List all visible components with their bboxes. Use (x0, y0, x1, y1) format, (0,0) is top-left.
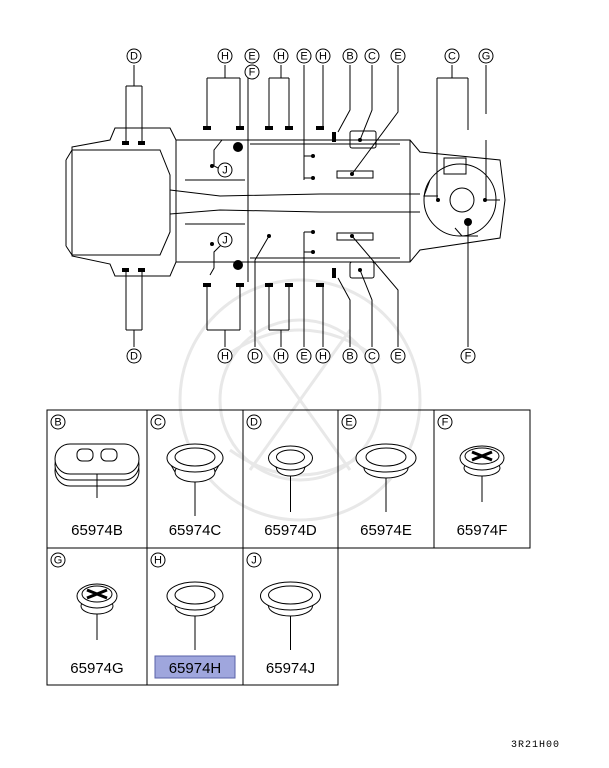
svg-text:F: F (442, 417, 449, 429)
watermark-emblem (178, 278, 422, 522)
bottom-callout-h-5: H (315, 348, 331, 364)
part-number[interactable]: 65974E (360, 522, 412, 539)
grommet-g-icon (76, 583, 118, 640)
part-cell-c: C 65974C (150, 414, 224, 539)
svg-text:J: J (222, 165, 228, 177)
svg-text:E: E (248, 51, 255, 63)
svg-text:H: H (154, 555, 162, 567)
top-callout-c-7: C (364, 48, 380, 64)
bottom-callout-d-2: D (247, 348, 263, 364)
top-callout-e-2: E (244, 48, 260, 64)
grommet-e-icon (355, 443, 417, 512)
top-callout-d-0: D (126, 48, 142, 64)
grommet-c-icon (166, 443, 224, 516)
svg-text:H: H (277, 351, 285, 363)
part-cell-h: H 65974H (150, 552, 236, 679)
bottom-callout-h-3: H (273, 348, 289, 364)
chassis-outline (65, 127, 506, 279)
part-letter-badge: C (150, 414, 166, 430)
top-callout-g-10: G (478, 48, 494, 64)
svg-text:E: E (394, 51, 401, 63)
top-callout-h-3: H (273, 48, 289, 64)
part-cell-d: D 65974D (246, 414, 317, 539)
svg-text:F: F (249, 67, 256, 79)
bottom-callout-b-6: B (342, 348, 358, 364)
part-number[interactable]: 65974G (70, 660, 123, 677)
svg-text:J: J (222, 235, 228, 247)
top-callout-e-8: E (390, 48, 406, 64)
svg-text:C: C (368, 351, 376, 363)
svg-text:G: G (54, 555, 63, 567)
svg-text:B: B (346, 51, 353, 63)
part-cell-g: G 65974G (50, 552, 124, 677)
svg-text:D: D (250, 417, 258, 429)
top-callout-c-9: C (444, 48, 460, 64)
svg-text:C: C (448, 51, 456, 63)
part-number[interactable]: 65974F (457, 522, 508, 539)
svg-text:C: C (368, 51, 376, 63)
svg-text:G: G (482, 51, 491, 63)
leader-lines (125, 65, 500, 347)
grommet-d-icon (268, 445, 313, 512)
svg-text:B: B (54, 417, 61, 429)
callout-j-lower: J (217, 232, 233, 248)
grommet-f-icon (459, 445, 505, 502)
top-callout-e-4: E (296, 48, 312, 64)
part-letter-badge: B (50, 414, 66, 430)
part-letter-badge: E (341, 414, 357, 430)
callout-f-upper: F (244, 64, 260, 80)
svg-text:H: H (277, 51, 285, 63)
svg-text:C: C (154, 417, 162, 429)
part-letter-badge: G (50, 552, 66, 568)
svg-text:F: F (465, 351, 472, 363)
part-number[interactable]: 65974C (169, 522, 222, 539)
bottom-callout-e-4: E (296, 348, 312, 364)
top-callout-h-1: H (217, 48, 233, 64)
part-number[interactable]: 65974J (266, 660, 315, 677)
svg-text:H: H (221, 51, 229, 63)
part-letter-badge: J (246, 552, 262, 568)
part-number-highlight (154, 655, 236, 679)
svg-text:E: E (300, 351, 307, 363)
part-letter-badge: F (437, 414, 453, 430)
part-number[interactable]: 65974B (71, 522, 123, 539)
grommet-h-icon (166, 581, 224, 650)
grommet-j-icon (260, 581, 321, 650)
part-number[interactable]: 65974D (264, 522, 317, 539)
svg-text:H: H (319, 351, 327, 363)
part-cell-f: F 65974F (437, 414, 508, 539)
svg-text:E: E (345, 417, 352, 429)
part-letter-badge: D (246, 414, 262, 430)
part-cell-b: B 65974B (50, 414, 140, 539)
part-cell-e: E 65974E (341, 414, 417, 539)
svg-text:D: D (251, 351, 259, 363)
bottom-callout-c-7: C (364, 348, 380, 364)
bottom-callout-h-1: H (217, 348, 233, 364)
grommet-b-icon (54, 443, 140, 498)
part-number[interactable]: 65974H (169, 660, 222, 677)
document-code: 3R21H00 (511, 740, 560, 751)
svg-text:D: D (130, 51, 138, 63)
top-callout-b-6: B (342, 48, 358, 64)
callout-j-upper: J (217, 162, 233, 178)
parts-table (46, 409, 531, 686)
svg-text:H: H (221, 351, 229, 363)
svg-text:B: B (346, 351, 353, 363)
bottom-callout-e-8: E (390, 348, 406, 364)
part-letter-badge: H (150, 552, 166, 568)
svg-text:D: D (130, 351, 138, 363)
svg-text:H: H (319, 51, 327, 63)
svg-text:J: J (251, 555, 257, 567)
svg-text:E: E (394, 351, 401, 363)
bottom-callout-f-9: F (460, 348, 476, 364)
part-cell-j: J 65974J (246, 552, 321, 677)
svg-text:E: E (300, 51, 307, 63)
part-cells: B 65974B C 65974C D 65974D E 65974E F 65974F G 6597… (50, 414, 508, 679)
grommet-marks (122, 126, 487, 287)
top-callout-h-5: H (315, 48, 331, 64)
bottom-callout-d-0: D (126, 348, 142, 364)
